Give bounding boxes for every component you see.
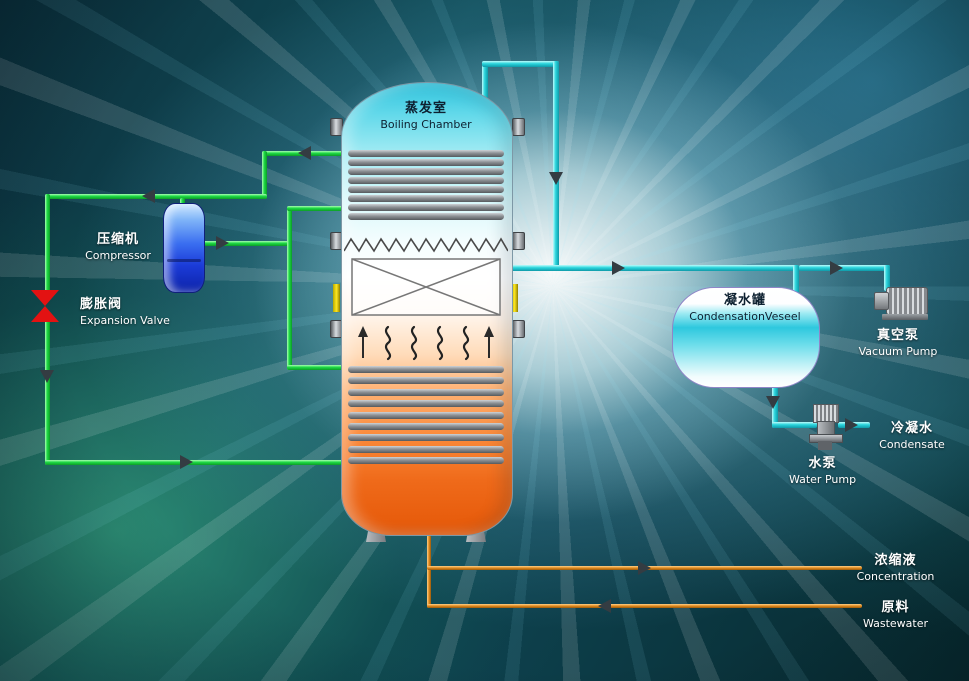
demister-zigzag bbox=[344, 237, 508, 253]
steam-waves bbox=[358, 325, 494, 361]
vacuum-pump-icon bbox=[874, 284, 934, 324]
vacuum-pump-label-zh: 真空泵 bbox=[876, 328, 919, 343]
concentration-label-en: Concentration bbox=[856, 569, 935, 583]
vacuum-pump-inlet-cap bbox=[874, 292, 889, 310]
pipe-cyan-downcomer bbox=[553, 61, 559, 271]
vacuum-pump-label-en: Vacuum Pump bbox=[858, 344, 938, 358]
valve-top-triangle bbox=[31, 290, 59, 306]
bottom-heat-exchanger-coil bbox=[348, 366, 504, 464]
concentration-label-zh: 浓缩液 bbox=[874, 553, 917, 568]
pipe-cyan-dome-riser bbox=[482, 61, 488, 99]
expansion-valve-icon bbox=[31, 290, 59, 322]
flow-arrow-left-icon bbox=[598, 599, 611, 613]
separator-grid bbox=[351, 258, 501, 316]
flow-arrow-down-icon bbox=[549, 172, 563, 185]
compressor-body bbox=[163, 203, 205, 293]
pipe-green-lower-stub bbox=[287, 365, 345, 370]
vacuum-pump-base bbox=[882, 314, 928, 320]
pipe-cyan-to-water-pump bbox=[772, 422, 817, 428]
flow-arrow-right-icon bbox=[216, 236, 229, 250]
pipe-cyan-vacuum-drop bbox=[884, 265, 890, 291]
compressor-label-en: Compressor bbox=[85, 248, 151, 262]
condensate-label-en: Condensate bbox=[879, 437, 945, 451]
expansion-valve-label-en: Expansion Valve bbox=[80, 313, 170, 327]
pipe-cyan-tank-inlet bbox=[793, 265, 799, 293]
flow-arrow-left-icon bbox=[298, 146, 311, 160]
condensation-tank-label-zh: 凝水罐 bbox=[723, 293, 766, 308]
wastewater-label-en: Wastewater bbox=[862, 616, 929, 630]
pipe-orange-wastewater-feed bbox=[427, 604, 862, 608]
pipe-green-bottom-return bbox=[45, 460, 345, 465]
water-pump-label-zh: 水泵 bbox=[808, 456, 837, 471]
pipe-green-to-compressor bbox=[45, 194, 267, 199]
pipe-cyan-top-run bbox=[482, 61, 559, 67]
pipe-green-compressor-inlet bbox=[180, 198, 185, 206]
flow-arrow-down-icon bbox=[40, 370, 54, 383]
pipe-green-after-valve bbox=[45, 320, 50, 465]
water-pump-foot bbox=[818, 441, 832, 450]
sight-glass-yellow bbox=[511, 284, 518, 312]
condensation-tank-label-en: CondensationVeseel bbox=[689, 309, 801, 323]
pipe-green-upper-stub bbox=[287, 206, 345, 211]
pipe-cyan-to-vacuum-pump bbox=[799, 265, 890, 271]
flow-arrow-left-icon bbox=[142, 189, 155, 203]
top-heat-exchanger-coil bbox=[348, 150, 504, 220]
compressor-label-zh: 压缩机 bbox=[96, 232, 139, 247]
condensate-label-zh: 冷凝水 bbox=[890, 421, 933, 436]
expansion-valve-label-zh: 膨胀阀 bbox=[80, 297, 123, 312]
pipe-cyan-to-tank bbox=[553, 265, 799, 271]
flow-arrow-right-icon bbox=[180, 455, 193, 469]
nozzle-flange bbox=[512, 232, 525, 250]
flow-arrow-down-icon bbox=[766, 396, 780, 409]
nozzle-flange bbox=[512, 118, 525, 136]
pipe-green-riser bbox=[287, 206, 292, 370]
flow-arrow-right-icon bbox=[612, 261, 625, 275]
sight-glass-yellow bbox=[333, 284, 340, 312]
condensation-tank bbox=[672, 287, 820, 388]
nozzle-flange bbox=[512, 320, 525, 338]
water-pump-label-en: Water Pump bbox=[788, 472, 857, 486]
condensate-label: 冷凝水 Condensate bbox=[872, 420, 952, 452]
boiling-chamber-label-en: Boiling Chamber bbox=[380, 117, 472, 131]
pipe-cyan-vessel-stub bbox=[511, 265, 559, 271]
vacuum-pump-label: 真空泵 Vacuum Pump bbox=[848, 327, 948, 359]
flow-arrow-right-icon bbox=[830, 261, 843, 275]
concentration-label: 浓缩液 Concentration bbox=[843, 552, 948, 584]
flow-arrow-right-icon bbox=[638, 561, 651, 575]
pipe-orange-vessel-drop bbox=[427, 532, 431, 608]
pipe-green-to-valve bbox=[45, 194, 50, 294]
compressor-label: 压缩机 Compressor bbox=[68, 231, 168, 263]
pipe-green-compressor-outlet bbox=[198, 241, 292, 246]
expansion-valve-label: 膨胀阀 Expansion Valve bbox=[80, 296, 210, 328]
water-pump-label: 水泵 Water Pump bbox=[780, 455, 865, 487]
boiling-chamber-label-zh: 蒸发室 bbox=[404, 101, 447, 116]
boiling-chamber-label: 蒸发室 Boiling Chamber bbox=[341, 100, 511, 132]
wastewater-label-zh: 原料 bbox=[881, 600, 910, 615]
water-pump-icon bbox=[806, 404, 844, 454]
pipe-green-down-leg bbox=[262, 151, 267, 199]
valve-bottom-triangle bbox=[31, 306, 59, 322]
flow-arrow-right-icon bbox=[845, 418, 858, 432]
vacuum-pump-motor bbox=[886, 287, 928, 315]
condensation-tank-label: 凝水罐 CondensationVeseel bbox=[672, 292, 818, 324]
wastewater-label: 原料 Wastewater bbox=[848, 599, 943, 631]
